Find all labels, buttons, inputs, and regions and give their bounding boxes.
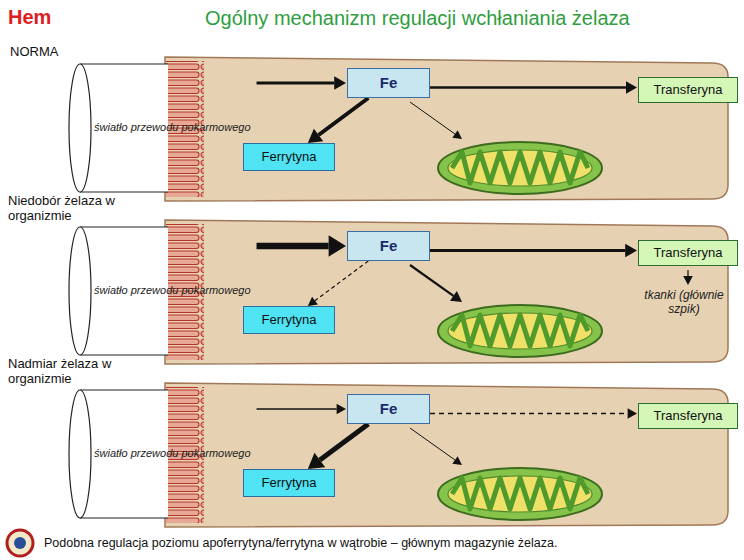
node-label: Transferyna xyxy=(654,409,723,423)
arrow-head xyxy=(626,81,637,94)
arrow-head xyxy=(450,291,462,302)
node-label: Ferrytyna xyxy=(262,150,317,164)
arrow-head xyxy=(308,129,323,143)
gut-lumen-cylinder: światło przewodu pokarmowego xyxy=(68,63,257,193)
title: Ogólny mechanizm regulacji wchłaniania ż… xyxy=(205,7,630,30)
arrow-shaft xyxy=(687,270,688,276)
node-label: Fe xyxy=(380,238,398,255)
arrow-shaft xyxy=(430,249,625,252)
flow-arrow xyxy=(257,235,346,256)
iron-box: Fe xyxy=(347,68,430,98)
arrow-head xyxy=(337,404,346,414)
arrow-shaft xyxy=(319,98,369,135)
node-label: Fe xyxy=(380,401,398,418)
arrow-shaft xyxy=(410,428,455,460)
arrow-shaft xyxy=(410,102,455,134)
arrow-shaft xyxy=(410,265,453,296)
flow-arrow xyxy=(430,244,637,258)
arrow-head xyxy=(683,276,693,285)
arrow-head xyxy=(625,244,637,258)
arrow-shaft xyxy=(257,82,335,85)
panel-label: Nadmiar żelaza w organizmie xyxy=(8,356,128,386)
transferrin-box: Transferyna xyxy=(638,240,738,266)
arrow-shaft xyxy=(315,261,368,301)
cylinder-end xyxy=(69,227,91,355)
cylinder-end xyxy=(69,64,91,192)
flow-arrow xyxy=(308,424,369,469)
lumen-label: światło przewodu pokarmowego xyxy=(94,447,251,460)
flow-arrow xyxy=(257,76,346,90)
flow-arrow xyxy=(683,270,693,285)
ferritin-box: Ferrytyna xyxy=(243,306,335,334)
arrow-shaft xyxy=(320,424,368,460)
node-label: Transferyna xyxy=(654,83,723,97)
panel-label: Niedobór żelaza w organizmie xyxy=(8,193,128,223)
node-label: Ferrytyna xyxy=(262,476,317,490)
flow-arrow xyxy=(308,261,369,306)
iron-box: Fe xyxy=(347,394,430,424)
cylinder-end xyxy=(69,390,91,518)
arrow-head xyxy=(308,453,325,469)
flow-arrow xyxy=(410,428,462,465)
panel-label: NORMA xyxy=(10,44,58,59)
flow-arrow xyxy=(430,81,637,94)
flow-arrow xyxy=(410,265,462,302)
gut-lumen-cylinder: światło przewodu pokarmowego xyxy=(68,389,257,519)
flow-arrow xyxy=(257,404,346,414)
logo xyxy=(7,530,33,556)
arrow-head xyxy=(628,408,637,418)
gut-lumen-cylinder: światło przewodu pokarmowego xyxy=(68,226,257,356)
node-label: Ferrytyna xyxy=(262,313,317,327)
arrow-head xyxy=(452,456,462,465)
arrow-shaft xyxy=(430,413,628,415)
node-label: Fe xyxy=(380,75,398,92)
ferritin-box: Ferrytyna xyxy=(243,469,335,497)
arrow-head xyxy=(334,76,346,90)
arrow-shaft xyxy=(430,86,626,89)
arrow-head xyxy=(452,130,462,139)
flow-arrow xyxy=(410,102,462,139)
ferritin-box: Ferrytyna xyxy=(243,143,335,171)
flow-arrow xyxy=(308,98,369,143)
transferrin-box: Transferyna xyxy=(638,403,738,429)
iron-box: Fe xyxy=(347,231,430,261)
lumen-label: światło przewodu pokarmowego xyxy=(94,121,251,134)
arrow-head xyxy=(329,235,346,256)
caption: Podobna regulacja poziomu apoferrytyna/f… xyxy=(44,536,557,550)
target-label: tkanki (głównie szpik) xyxy=(628,288,740,316)
arrow-shaft xyxy=(257,243,329,250)
arrow-head xyxy=(308,297,318,306)
node-label: Transferyna xyxy=(654,246,723,260)
arrow-shaft xyxy=(257,408,337,410)
lumen-label: światło przewodu pokarmowego xyxy=(94,284,251,297)
flow-arrow xyxy=(430,408,637,418)
transferrin-box: Transferyna xyxy=(638,77,738,103)
header-label: Hem xyxy=(8,6,51,29)
